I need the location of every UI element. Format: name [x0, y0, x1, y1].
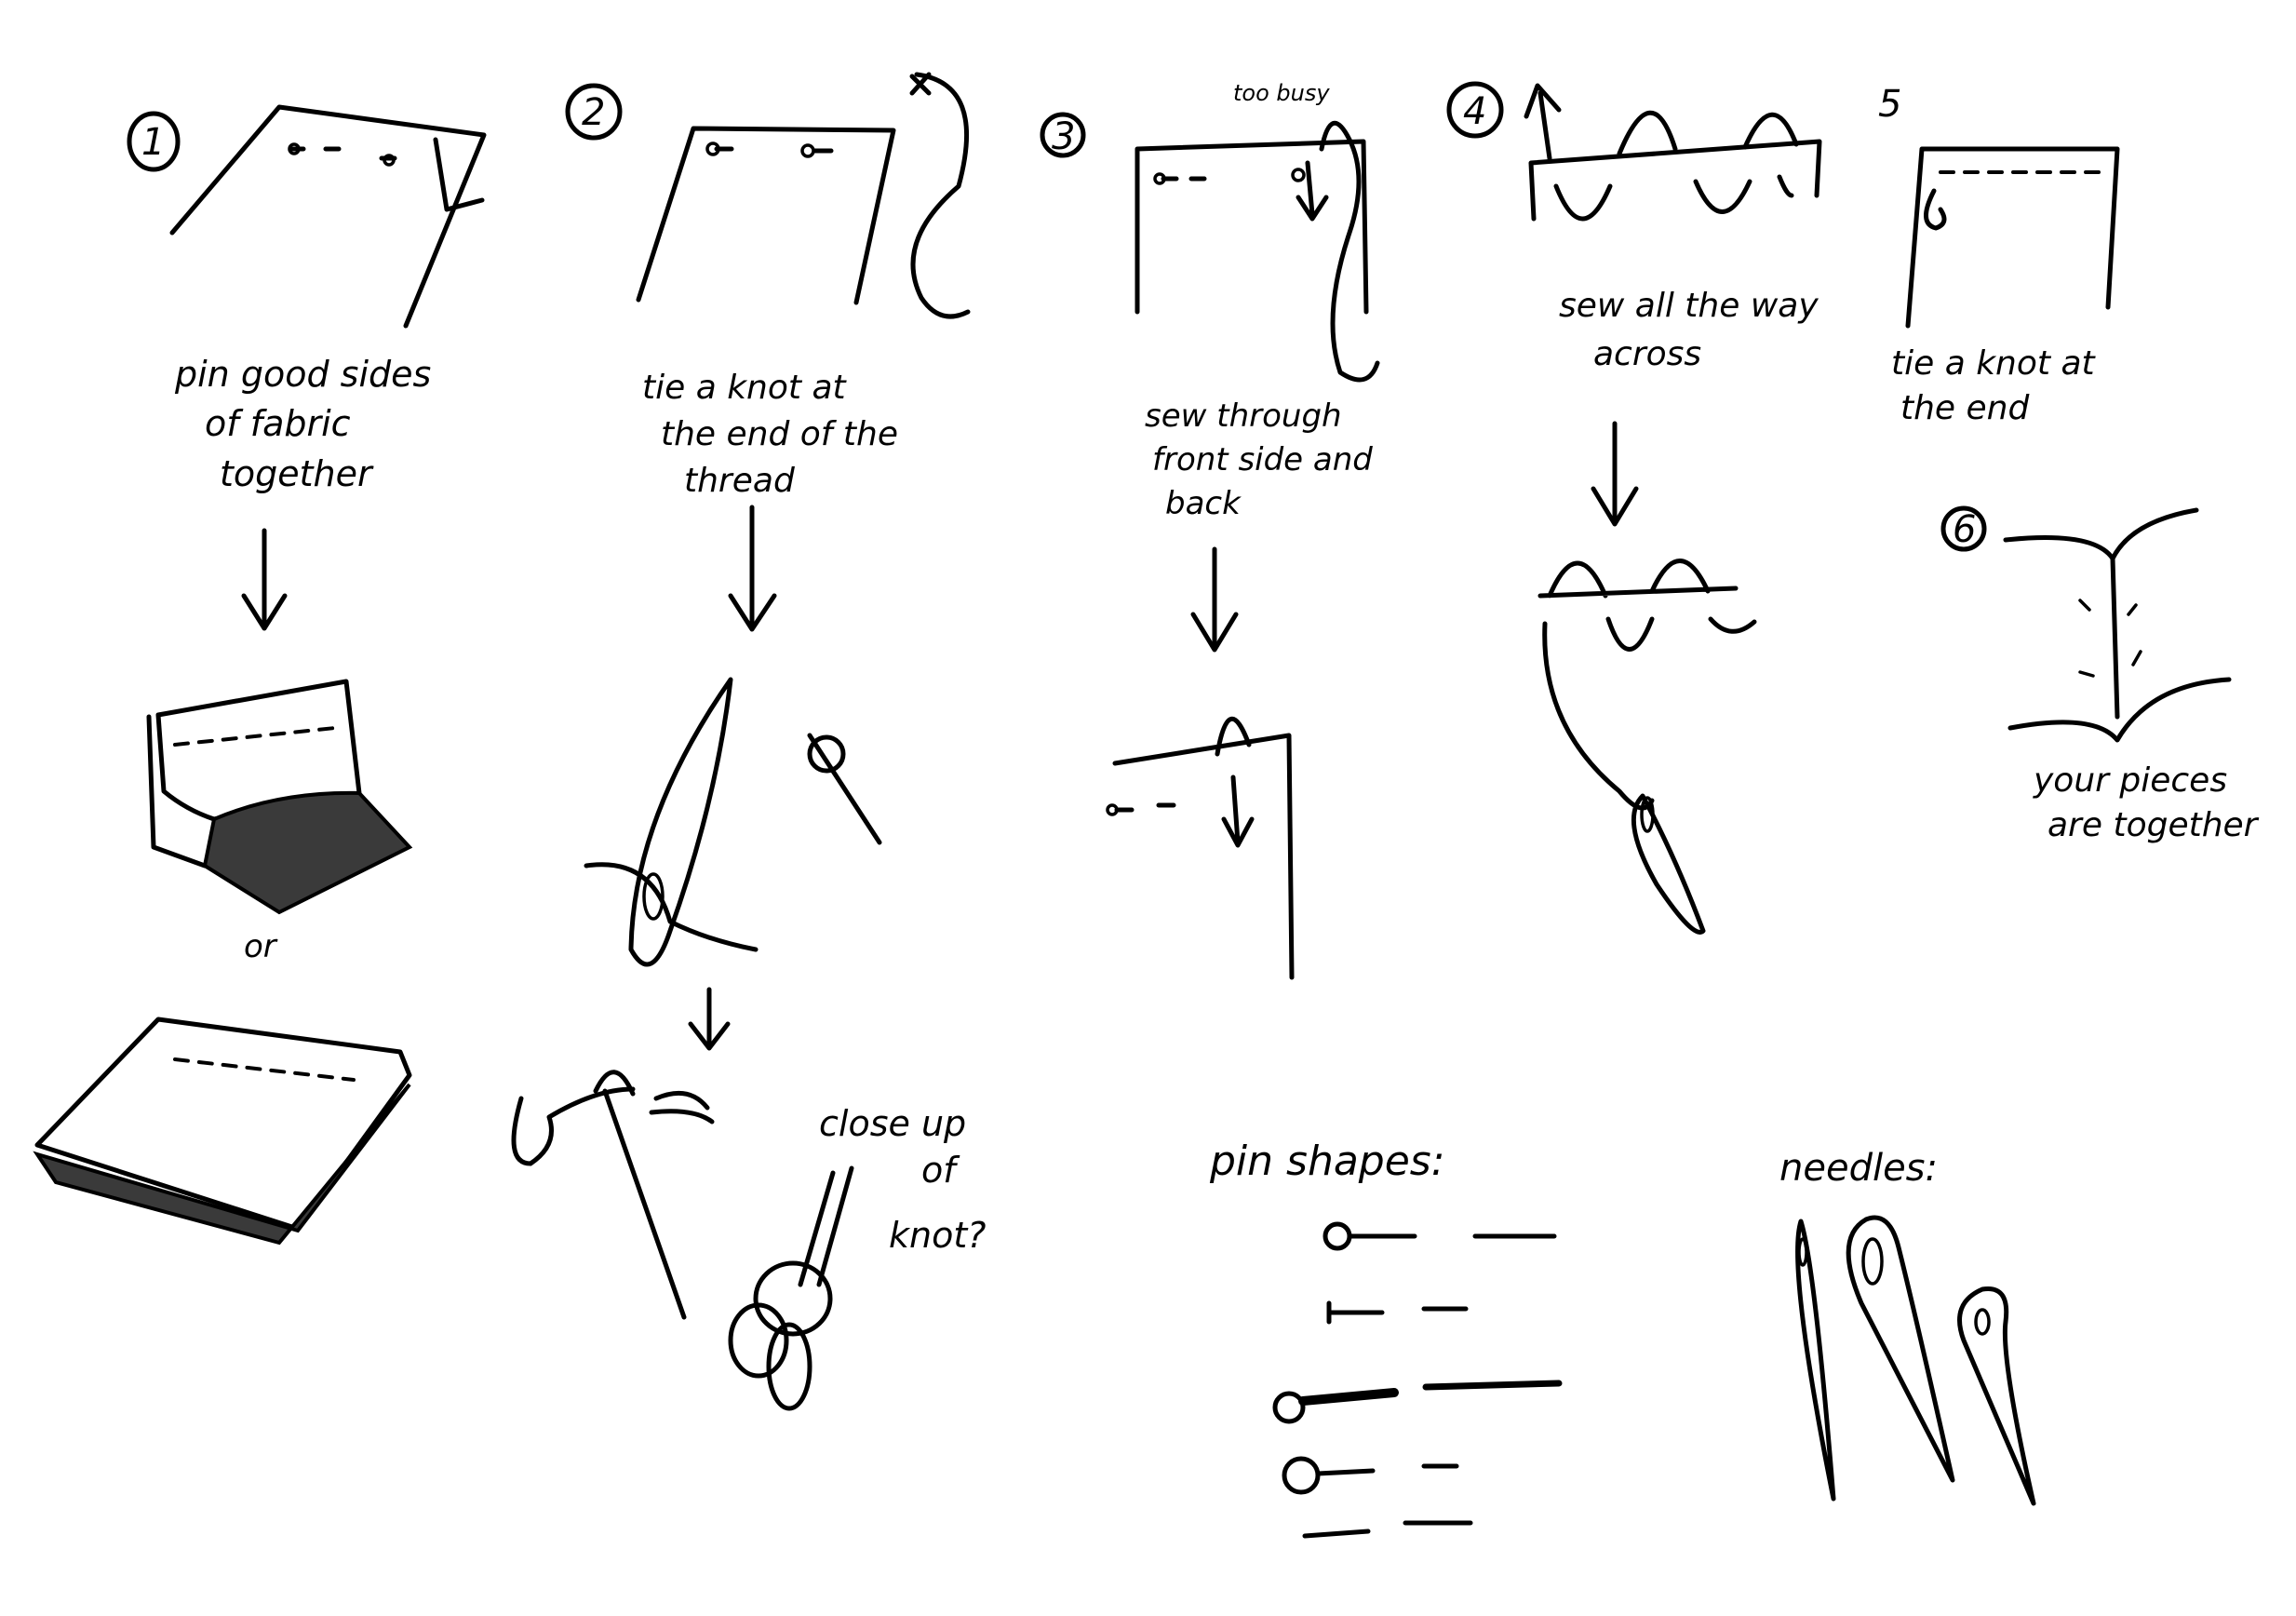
step-1-arrow [241, 528, 288, 631]
step-3-text-1: sew through [1145, 397, 1342, 435]
pin-round-head [1323, 1221, 1352, 1251]
step-1-text-2: of fabric [205, 403, 351, 444]
step-2-thread [910, 72, 971, 319]
step-6-text-2: are together [2048, 806, 2260, 844]
step-2-thread-loop [584, 862, 759, 952]
step-4-fabric [1528, 139, 1822, 222]
step-1-number: 1 [141, 121, 165, 164]
step-1-fabric [169, 104, 487, 329]
step-3-fabric [1135, 139, 1369, 315]
pin-ball-head [1282, 1456, 1321, 1495]
step-2-text-1: tie a knot at [642, 369, 848, 407]
step-3-text-2: front side and [1152, 441, 1373, 478]
step-1-pins [288, 146, 397, 161]
step-6-text-1: your pieces [2033, 761, 2227, 800]
step-3: 3 too busy sew through front side and ba… [1040, 80, 1380, 980]
step-6-number-circle [1940, 505, 1987, 552]
step-2: 2 tie a knot at the end of the thread cl… [511, 72, 986, 1411]
step-2-knot [807, 734, 846, 774]
step-5-knot [1924, 188, 1947, 231]
step-5-text-2: the end [1900, 389, 2030, 427]
step-4-text-2: across [1593, 335, 1701, 373]
needle-thin [1795, 1219, 1836, 1502]
step-4-number-circle [1446, 81, 1504, 139]
step-2-closeup-knot [753, 1260, 833, 1337]
step-3-result [1112, 716, 1295, 980]
step-4-text-1: sew all the way [1559, 287, 1819, 325]
step-2-fabric [636, 126, 896, 305]
step-6-stitch-marks [2078, 599, 2142, 678]
step-6-bottom-seam [2007, 677, 2232, 743]
step-2-closeup-thread [511, 1086, 636, 1166]
step-1: 1 pin good sides of fabric together or [33, 104, 487, 1246]
step-4-thread [1542, 621, 1655, 811]
step-6-number: 6 [1953, 508, 1976, 551]
step-2-number-circle [565, 83, 623, 141]
step-1-text-3: together [220, 453, 374, 494]
step-3-arrow [1190, 546, 1239, 653]
step-3-number: 3 [1052, 115, 1075, 158]
step-3-thread [1319, 120, 1380, 383]
step-4-result-bottom [1605, 616, 1757, 652]
step-2-needle [628, 677, 733, 967]
step-4-number: 4 [1463, 90, 1486, 133]
step-2-closeup-text-3: knot? [889, 1215, 986, 1256]
step-1-fold-back [202, 790, 413, 915]
pin-plain [1302, 1520, 1473, 1539]
step-2-closeup-needle [593, 1070, 687, 1320]
step-5: 5 tie a knot at the end [1878, 83, 2120, 427]
step-4-result-top [1537, 559, 1739, 599]
step-5-number: 5 [1878, 83, 1901, 126]
step-1-or: or [244, 928, 278, 965]
step-4-stitches-bottom [1553, 174, 1794, 222]
step-2-text-3: thread [684, 462, 796, 500]
pin-flat-head [1326, 1300, 1469, 1325]
pin-shapes-legend: pin shapes: [1209, 1138, 1563, 1539]
step-1-stack [34, 1017, 412, 1232]
step-2-number: 2 [582, 91, 605, 134]
step-5-text-1: tie a knot at [1891, 344, 2097, 383]
step-3-number-circle [1040, 112, 1086, 158]
step-6: 6 your pieces are together [1940, 505, 2260, 844]
step-5-fabric [1905, 146, 2120, 329]
pin-shapes-label: pin shapes: [1209, 1138, 1445, 1185]
needle-round-eye [1957, 1286, 2036, 1506]
step-3-text-3: back [1165, 485, 1242, 522]
step-1-number-circle [127, 111, 181, 172]
needles-legend: needles: [1779, 1147, 2036, 1506]
step-2-closeup-text-1: close up [819, 1103, 966, 1144]
needles-label: needles: [1779, 1147, 1938, 1190]
step-4: 4 sew all the way across [1446, 81, 1822, 935]
needle-large-eye [1846, 1215, 1955, 1483]
step-2-closeup-text-2: of [921, 1150, 960, 1191]
step-3-note: too busy [1233, 80, 1330, 106]
step-4-up-arrow [1524, 83, 1562, 161]
step-2-text-2: the end of the [661, 415, 898, 453]
step-4-needle [1631, 793, 1706, 935]
step-1-text-1: pin good sides [174, 354, 431, 395]
step-2-arrow [728, 505, 777, 632]
pin-large-head [1272, 1391, 1306, 1424]
step-2-arrow-2 [688, 987, 731, 1051]
step-4-arrow [1591, 421, 1639, 527]
step-6-top-seam [2003, 507, 2199, 720]
step-4-stitches-top [1617, 110, 1799, 156]
